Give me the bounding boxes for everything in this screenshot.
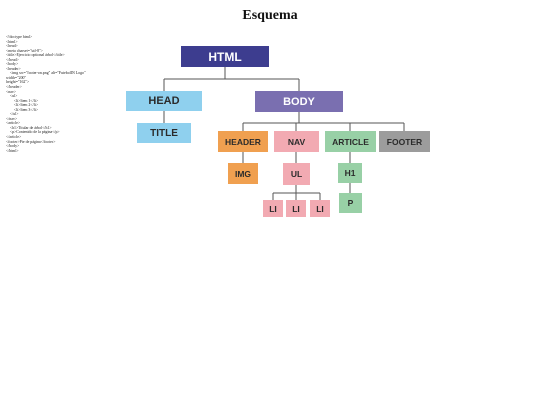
code-line: <h1>Titular de árbol</h1> — [6, 125, 52, 130]
node-nav: NAV — [274, 131, 319, 152]
node-html: HTML — [181, 46, 269, 67]
connector-html-children — [163, 67, 300, 91]
code-listing: <!doctype html><html><head><meta charset… — [6, 35, 124, 153]
node-header: HEADER — [218, 131, 268, 152]
code-line: <ul> — [6, 94, 18, 99]
code-line: height="162"> — [6, 80, 30, 85]
connector-body-children — [242, 112, 405, 131]
code-line: </article> — [6, 135, 22, 140]
node-p: P — [339, 193, 362, 213]
code-line: <li>Item 3</li> — [6, 107, 39, 112]
code-line: <li>Item 1</li> — [6, 98, 39, 103]
code-line: <meta charset="utf-8"> — [6, 48, 43, 53]
node-head: HEAD — [126, 91, 202, 111]
code-line: </body> — [6, 144, 20, 149]
code-line: <html> — [6, 39, 18, 44]
code-line: <footer>Pie de página</footer> — [6, 139, 56, 144]
code-line: </nav> — [6, 116, 18, 121]
code-line: <head> — [6, 44, 18, 49]
code-line: </header> — [6, 85, 22, 90]
code-line: width="200" — [6, 75, 27, 80]
node-footer: FOOTER — [379, 131, 430, 152]
page-title: Esquema — [242, 8, 298, 23]
node-li: LI — [263, 200, 283, 217]
code-line: <title>Ejercicio optional árbol</title> — [6, 53, 65, 58]
code-line: </ul> — [6, 112, 19, 117]
connector-ul-lis — [272, 185, 321, 200]
code-line: <nav> — [6, 89, 17, 94]
node-h1: H1 — [338, 163, 362, 183]
code-line: <img src="footer-on.png" alt="FutebolIN … — [6, 71, 86, 76]
node-ul: UL — [283, 163, 310, 185]
code-line: <header> — [6, 66, 21, 71]
node-li: LI — [310, 200, 330, 217]
code-line: <li>Item 2</li> — [6, 103, 39, 108]
node-article: ARTICLE — [325, 131, 376, 152]
node-body: BODY — [255, 91, 343, 112]
code-line: </html> — [6, 148, 19, 153]
code-line: </head> — [6, 57, 19, 62]
node-img: IMG — [228, 163, 258, 184]
code-line: <!doctype html> — [6, 35, 33, 39]
code-line: <body> — [6, 62, 19, 67]
code-line: <article> — [6, 121, 21, 126]
node-title: TITLE — [137, 123, 191, 143]
code-line: <p>Contenido de la página</p> — [6, 130, 60, 135]
node-li: LI — [286, 200, 306, 217]
